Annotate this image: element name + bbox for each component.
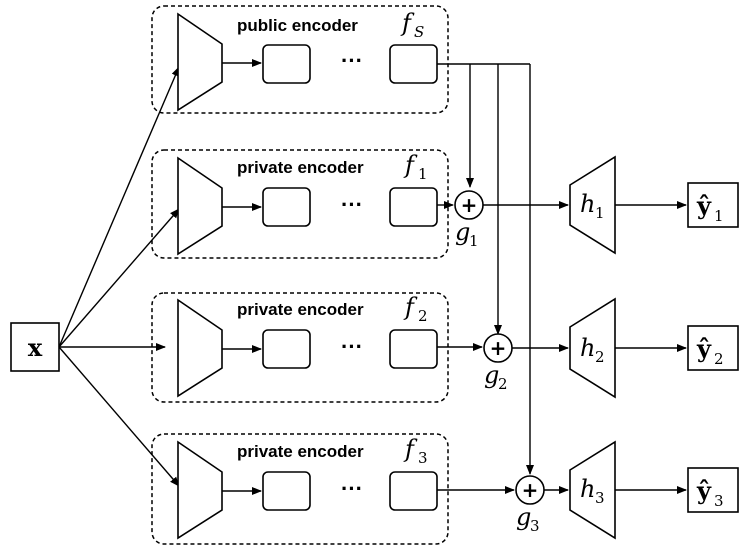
output-sub: 1	[714, 207, 724, 225]
encoder-trapezoid	[177, 156, 223, 256]
encoder-fn-sub: S	[414, 23, 424, 41]
encoder-fn-sub: 2	[418, 307, 428, 325]
private-encoder-3-group: ··· private encoder f 3	[151, 433, 449, 545]
encoder-block-1	[262, 329, 311, 369]
head-trapezoid	[569, 155, 616, 255]
encoder-trapezoid	[177, 440, 223, 540]
encoder-label: private encoder	[237, 442, 364, 461]
plus-symbol: +	[522, 478, 539, 502]
head-fn-sub: 2	[595, 348, 605, 366]
combiner-g3: + g 3	[515, 475, 545, 535]
encoder-dots: ···	[341, 476, 363, 501]
output-symbol: ŷ	[696, 334, 712, 363]
encoder-fn: f	[400, 9, 415, 37]
encoder-fn: f	[403, 151, 418, 179]
head-fn: h	[580, 475, 595, 503]
combiner-g1: + g 1	[454, 190, 484, 250]
output-sub: 3	[714, 492, 724, 510]
encoder-dashed-box	[151, 433, 449, 545]
plus-symbol: +	[490, 336, 507, 360]
head-fn: h	[580, 334, 595, 362]
output-y3: ŷ 3	[687, 467, 739, 513]
head-fn-sub: 3	[595, 489, 605, 507]
encoder-block-1	[262, 187, 311, 227]
output-y1: ŷ 1	[687, 182, 739, 228]
encoder-block-n	[389, 471, 438, 511]
combiner-fn-sub: 1	[469, 232, 479, 250]
head-fn: h	[580, 190, 595, 218]
public-feature-branches	[437, 63, 534, 475]
head-trapezoid	[569, 440, 616, 540]
output-symbol: ŷ	[696, 191, 712, 220]
plus-symbol: +	[461, 193, 478, 217]
head-h1: h 1	[569, 155, 616, 255]
combiner-g2: + g 2	[483, 333, 513, 393]
encoder-label: private encoder	[237, 300, 364, 319]
output-y2: ŷ 2	[687, 325, 739, 371]
combiner-fn: g	[484, 361, 499, 389]
combiner-fn: g	[516, 503, 531, 531]
encoder-block-1	[262, 471, 311, 511]
input-box	[10, 322, 60, 372]
encoder-dots: ···	[341, 334, 363, 359]
input-label: x	[28, 333, 43, 362]
public-encoder-group: ··· public encoder f S	[151, 5, 449, 114]
output-box	[687, 467, 739, 513]
encoder-block-n	[389, 44, 438, 84]
encoder-block-n	[389, 329, 438, 369]
encoder-dashed-box	[151, 5, 449, 114]
private-encoder-2-group: ··· private encoder f 2	[151, 292, 449, 403]
encoder-trapezoid	[177, 298, 223, 398]
output-sub: 2	[714, 350, 724, 368]
encoder-block-1	[262, 44, 311, 84]
combiner-fn-sub: 2	[498, 375, 508, 393]
encoder-label: private encoder	[237, 158, 364, 177]
output-symbol: ŷ	[696, 476, 712, 505]
output-box	[687, 325, 739, 371]
private-encoder-1-group: ··· private encoder f 1	[151, 149, 449, 259]
encoder-dots: ···	[341, 192, 363, 217]
encoder-fn-sub: 3	[418, 449, 428, 467]
output-box	[687, 182, 739, 228]
head-h2: h 2	[569, 297, 616, 399]
combiner-fn: g	[455, 218, 470, 246]
head-fn-sub: 1	[595, 204, 605, 222]
input-fanout-arrows	[58, 66, 180, 487]
encoder-label: public encoder	[237, 16, 358, 35]
encoder-fn-sub: 1	[418, 165, 428, 183]
encoder-dots: ···	[341, 48, 363, 73]
combiner-fn-sub: 3	[530, 517, 540, 535]
encoder-trapezoid	[177, 12, 223, 112]
encoder-fn: f	[403, 293, 418, 321]
encoder-fn: f	[403, 435, 418, 463]
head-h3: h 3	[569, 440, 616, 540]
encoder-dashed-box	[151, 292, 449, 403]
encoder-block-n	[389, 187, 438, 227]
head-trapezoid	[569, 297, 616, 399]
